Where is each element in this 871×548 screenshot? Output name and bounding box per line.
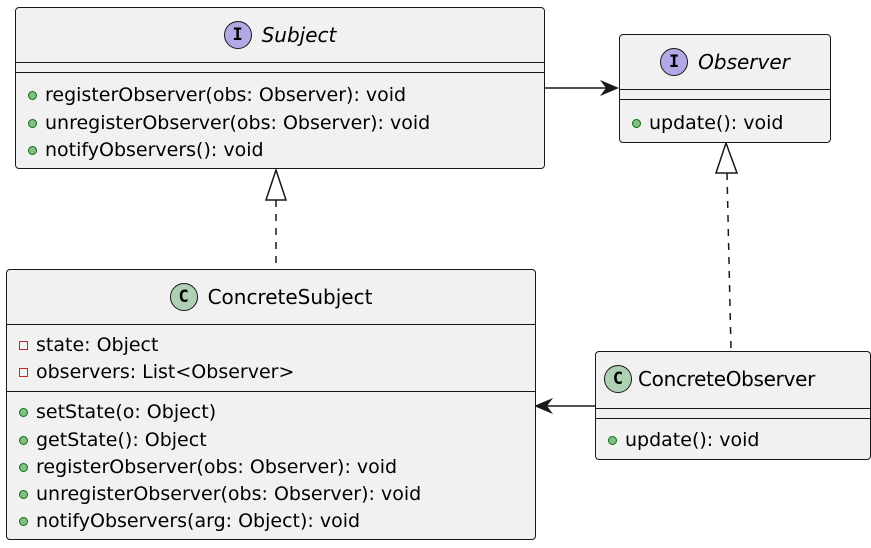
divider <box>7 391 535 392</box>
method-row: registerObserver(obs: Observer): void <box>28 82 406 108</box>
observer-interface-box: I Observer update(): void <box>619 34 831 143</box>
class-stereotype-icon: C <box>604 365 632 393</box>
private-marker-icon <box>19 367 28 377</box>
method-row: getState(): Object <box>19 427 207 453</box>
method-row: update(): void <box>608 427 759 453</box>
subject-title: Subject <box>261 23 337 47</box>
divider <box>7 324 535 325</box>
public-marker-icon <box>608 435 617 445</box>
method-text: getState(): Object <box>36 429 207 451</box>
concrete-subject-header: C ConcreteSubject <box>7 270 535 324</box>
subject-header: I Subject <box>16 8 544 62</box>
observer-header: I Observer <box>620 35 830 89</box>
public-marker-icon <box>19 462 28 472</box>
method-text: registerObserver(obs: Observer): void <box>45 84 407 106</box>
method-row: unregisterObserver(obs: Observer): void <box>28 110 430 136</box>
method-row: setState(o: Object) <box>19 399 216 425</box>
public-marker-icon <box>19 489 28 499</box>
subject-to-observer-arrow <box>544 80 619 96</box>
method-text: update(): void <box>625 429 760 451</box>
public-marker-icon <box>19 407 28 417</box>
method-row: registerObserver(obs: Observer): void <box>19 454 397 480</box>
method-row: notifyObservers(arg: Object): void <box>19 508 360 534</box>
field-text: state: Object <box>36 334 159 356</box>
concrete-observer-to-subject-arrow <box>534 398 596 414</box>
field-row: observers: List<Observer> <box>19 359 294 385</box>
concrete-subject-class-box: C ConcreteSubject state: Object observer… <box>6 269 536 540</box>
concrete-subject-title: ConcreteSubject <box>207 285 373 309</box>
method-text: notifyObservers(): void <box>45 139 264 161</box>
public-marker-icon <box>632 118 641 128</box>
class-stereotype-icon: C <box>169 283 198 311</box>
method-row: notifyObservers(): void <box>28 137 264 163</box>
method-text: unregisterObserver(obs: Observer): void <box>36 483 422 505</box>
field-row: state: Object <box>19 332 158 358</box>
interface-stereotype-icon: I <box>223 21 252 49</box>
public-marker-icon <box>28 90 37 100</box>
method-text: notifyObservers(arg: Object): void <box>36 510 361 532</box>
subject-interface-box: I Subject registerObserver(obs: Observer… <box>15 7 545 169</box>
method-text: unregisterObserver(obs: Observer): void <box>45 112 431 134</box>
divider <box>596 408 870 409</box>
method-text: registerObserver(obs: Observer): void <box>36 456 398 478</box>
public-marker-icon <box>19 516 28 526</box>
field-text: observers: List<Observer> <box>36 361 295 383</box>
public-marker-icon <box>19 435 28 445</box>
divider <box>16 72 544 73</box>
concrete-observer-realization <box>714 140 739 351</box>
concrete-observer-header: C ConcreteObserver <box>596 352 870 406</box>
concrete-observer-title: ConcreteObserver <box>638 367 816 391</box>
method-row: unregisterObserver(obs: Observer): void <box>19 481 421 507</box>
divider <box>596 418 870 419</box>
method-row: update(): void <box>632 110 783 136</box>
method-text: update(): void <box>649 112 784 134</box>
concrete-observer-class-box: C ConcreteObserver update(): void <box>595 351 871 460</box>
divider <box>620 89 830 90</box>
divider <box>16 62 544 63</box>
interface-stereotype-icon: I <box>660 48 689 76</box>
private-marker-icon <box>19 340 28 350</box>
concrete-subject-realization <box>264 167 288 268</box>
observer-title: Observer <box>698 50 790 74</box>
public-marker-icon <box>28 145 37 155</box>
divider <box>620 99 830 100</box>
public-marker-icon <box>28 118 37 128</box>
method-text: setState(o: Object) <box>36 401 217 423</box>
